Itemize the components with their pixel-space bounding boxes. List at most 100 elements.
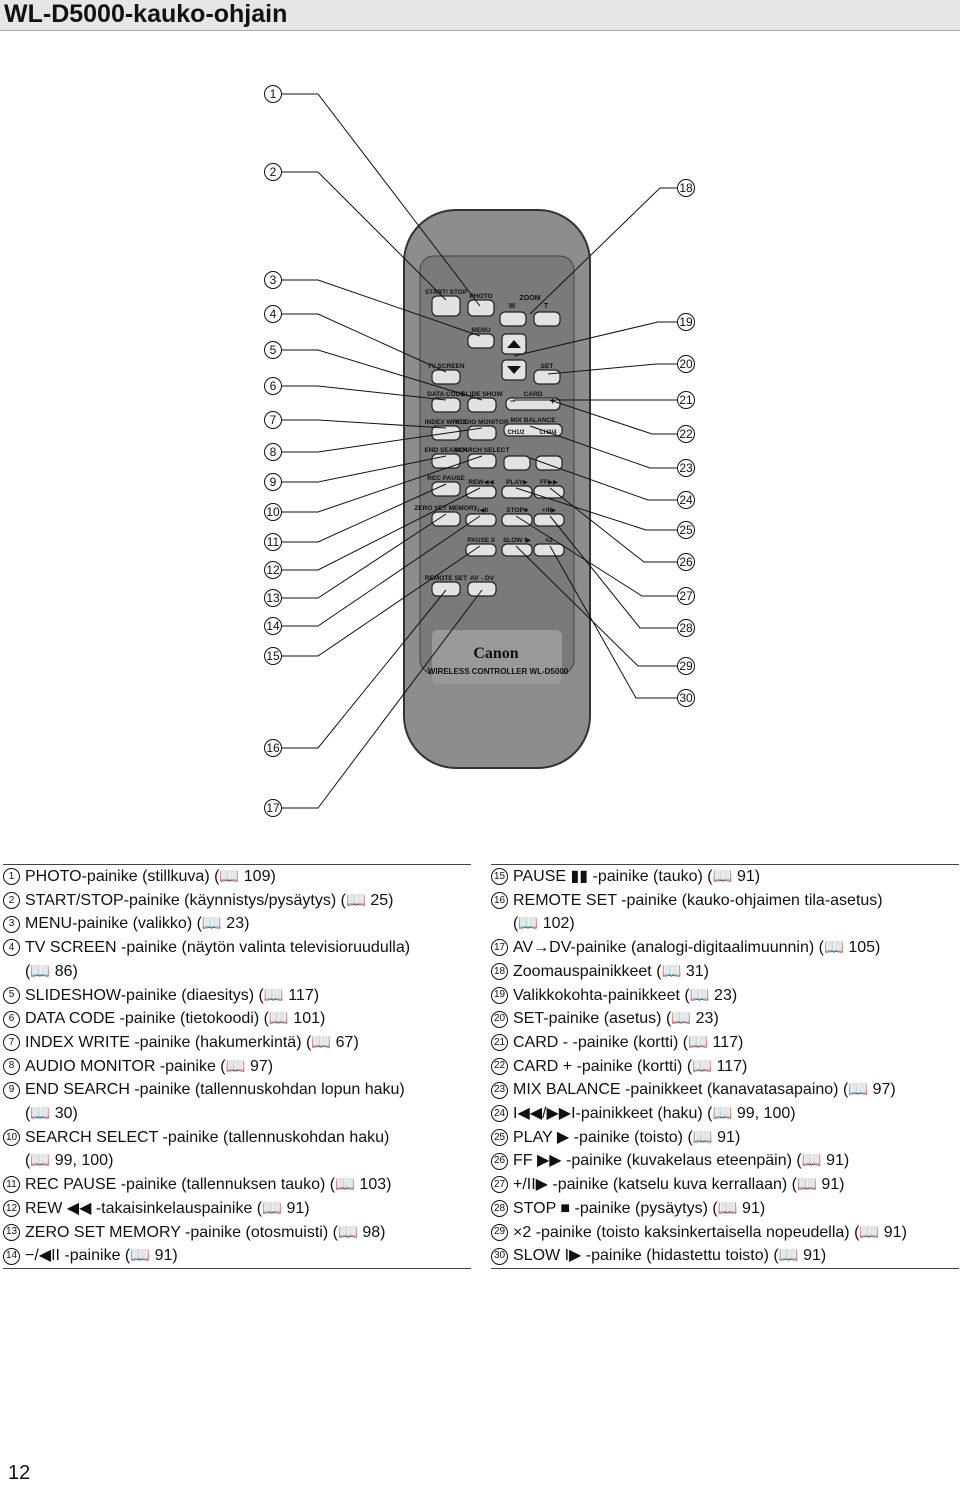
remote-btn-stop: STOP■ [501, 507, 533, 527]
remote-btn-tv-screen: TV SCREEN [427, 363, 465, 385]
remote-btn-label: CARD [524, 391, 543, 398]
legend-badge: 9 [3, 1081, 20, 1099]
callout-number: 19 [679, 315, 693, 329]
callout-27: 27 [677, 587, 695, 605]
callout-28: 28 [677, 619, 695, 637]
callout-24: 24 [677, 491, 695, 509]
legend-number: 16 [491, 889, 513, 913]
remote-btn-slow: SLOW I▶ [501, 537, 533, 557]
legend-item: 29×2 -painike (toisto kaksinkertaisella … [491, 1221, 959, 1245]
remote-btn-search-pair [503, 455, 563, 471]
legend-text: FF ▶▶ -painike (kuvakelaus eteenpäin) (📖… [513, 1152, 850, 1170]
remote-btn-shape [535, 455, 563, 471]
legend-number: 7 [3, 1031, 25, 1055]
leader-line [282, 589, 447, 749]
remote-btn-label: ×2 [545, 537, 553, 544]
callout-number: 7 [270, 413, 277, 427]
legend-text: REW ◀◀ -takaisinkelauspainike (📖 91) [25, 1199, 310, 1217]
legend-number: 5 [3, 984, 25, 1008]
remote-btn-shape [467, 333, 495, 349]
remote-btn-label: SLIDE SHOW [461, 391, 503, 398]
callout-number: 30 [679, 691, 693, 705]
legend-badge: 6 [3, 1010, 20, 1028]
remote-btn-label: SLOW I▶ [503, 537, 531, 544]
down-arrow-icon [507, 366, 521, 374]
leader-line [282, 419, 447, 429]
legend-number: 20 [491, 1007, 513, 1031]
callout-number: 5 [270, 343, 277, 357]
leader-line [282, 171, 447, 301]
remote-btn-label: SET [541, 363, 554, 370]
legend-number: 21 [491, 1031, 513, 1055]
legend-badge: 2 [3, 892, 20, 910]
leader-line [547, 363, 677, 375]
legend-text: AUDIO MONITOR -painike (📖 97) [25, 1057, 274, 1075]
legend-item: 14−/◀II -painike (📖 91) [3, 1244, 471, 1268]
callout-circle [264, 473, 282, 491]
remote-btn-rec-pause: REC PAUSE [427, 475, 465, 497]
remote-btn-label: AUDIO MONITOR [455, 419, 509, 426]
callout-number: 22 [679, 427, 693, 441]
leader-line [282, 279, 481, 337]
callout-number: 18 [679, 181, 693, 195]
callout-circle [677, 425, 695, 443]
legend-text: PAUSE ▮▮ -painike (tauko) (📖 91) [513, 868, 761, 885]
legend-text: AV→DV-painike (analogi-digitaalimuunnin)… [513, 939, 881, 957]
legend-number: 27 [491, 1173, 513, 1197]
legend-number: 8 [3, 1055, 25, 1079]
legend-text: ZERO SET MEMORY -painike (otosmuisti) (📖… [25, 1223, 386, 1241]
remote-btn-label: MIX BALANCE [510, 417, 556, 424]
remote-btn-shape [431, 511, 461, 527]
callout-circle [677, 521, 695, 539]
legend-number: 26 [491, 1149, 513, 1173]
callout-8: 8 [264, 443, 282, 461]
callout-circle [677, 587, 695, 605]
legend-number: 6 [3, 1007, 25, 1031]
leader-line [529, 425, 677, 469]
leader-line [549, 399, 677, 435]
legend-number: 24 [491, 1102, 513, 1126]
callout-number: 11 [267, 535, 280, 549]
callout-number: 15 [266, 649, 280, 663]
remote-btn-rew: REW◀◀ [465, 479, 497, 499]
legend-number: 11 [3, 1173, 25, 1197]
remote-btn-label: AV→DV [470, 575, 495, 582]
legend-text: +/II▶ -painike (katselu kuva kerrallaan)… [513, 1176, 845, 1194]
callout-4: 4 [264, 305, 282, 323]
remote-btn-slide-show: SLIDE SHOW [461, 391, 503, 413]
remote-btn-zero-set-memory: ZERO SET MEMORY [414, 505, 478, 527]
callout-number: 28 [679, 621, 693, 635]
legend-number: 17 [491, 936, 513, 960]
remote-btn-shape [533, 311, 561, 327]
remote-btn-label: TV SCREEN [427, 363, 465, 370]
callout-number: 6 [270, 379, 277, 393]
remote-card-minus: − [510, 396, 515, 406]
callout-22: 22 [677, 425, 695, 443]
legend-rule [3, 864, 471, 865]
legend-number: 28 [491, 1197, 513, 1221]
remote-btn-shape [499, 311, 527, 327]
remote-btn-shape [505, 397, 561, 411]
callout-2: 2 [264, 163, 282, 181]
remote-btn-shape [467, 299, 495, 317]
legend-text: MIX BALANCE -painikkeet (kanavatasapaino… [513, 1081, 896, 1099]
remote-btn-label: −/◀II [474, 507, 488, 514]
callout-circle [677, 689, 695, 707]
remote-btn-start-stop: START/ STOP [425, 289, 468, 317]
callout-circle [677, 179, 695, 197]
callout-17: 17 [264, 799, 282, 817]
legend-text-continued: (📖 30) [25, 1105, 78, 1123]
legend-badge: 22 [491, 1057, 508, 1075]
callout-circle [677, 491, 695, 509]
callout-number: 27 [679, 589, 693, 603]
legend-text: CARD + -painike (kortti) (📖 117) [513, 1057, 748, 1075]
legend-number: 22 [491, 1055, 513, 1079]
legend-badge: 14 [3, 1247, 20, 1265]
legend-badge: 3 [3, 915, 20, 933]
